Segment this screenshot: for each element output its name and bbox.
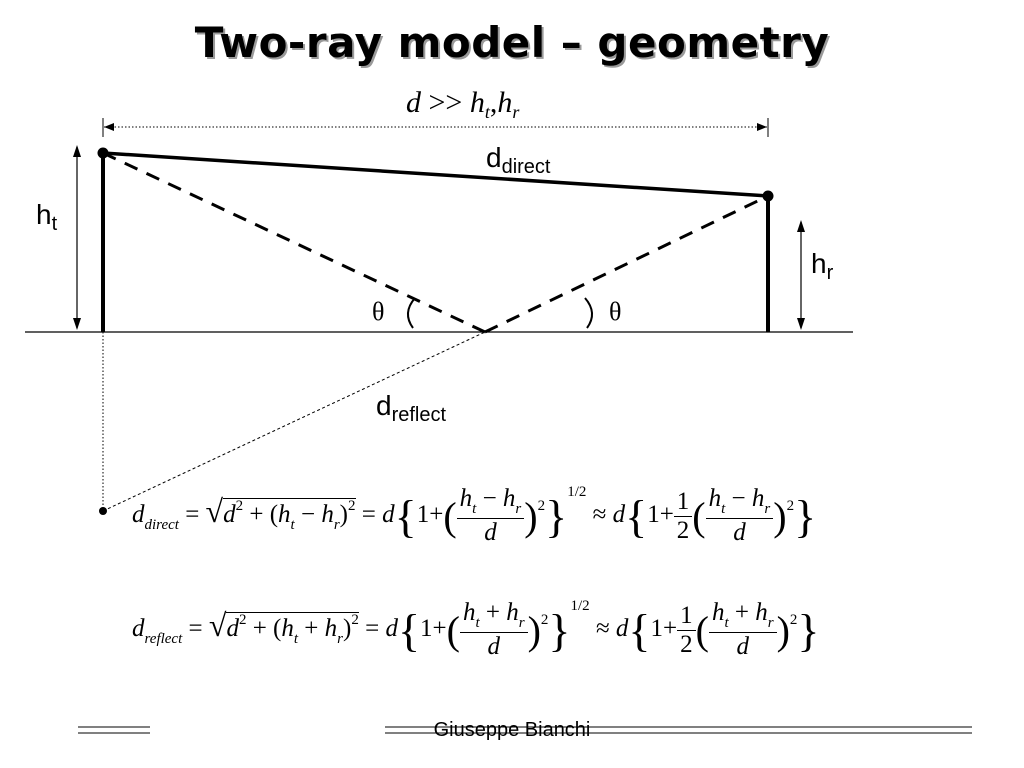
footer-author: Giuseppe Bianchi — [433, 719, 591, 741]
reflected-ray-outgoing — [484, 194, 769, 334]
image-ray-line — [102, 331, 486, 512]
direct-ray — [102, 151, 769, 198]
image-source-dot — [99, 507, 107, 515]
d-reflect-label: dreflect — [376, 390, 447, 426]
hr-label: hr — [811, 248, 834, 284]
reflected-ray-incident — [102, 151, 486, 334]
distance-arrowhead-right — [757, 123, 767, 131]
theta-left-label: θ — [372, 297, 385, 326]
hr-arrowhead-bottom — [797, 318, 805, 330]
ht-arrowhead-top — [73, 145, 81, 157]
distance-condition-label: d >> ht,hr — [406, 86, 520, 122]
hr-arrowhead-top — [797, 220, 805, 232]
d-direct-label: ddirect — [486, 142, 551, 178]
angle-arc-right — [584, 297, 593, 329]
reflect-distance-equation: dreflect = √d2 + (ht + hr)2 = d{1+(ht + … — [132, 598, 820, 661]
ht-label: ht — [36, 199, 58, 235]
angle-arc-left — [407, 297, 416, 329]
slide-title: Two-ray model – geometry — [194, 18, 830, 67]
distance-arrowhead-left — [104, 123, 114, 131]
direct-distance-equation: ddirect = √d2 + (ht − hr)2 = d{1+(ht − h… — [132, 484, 817, 547]
theta-right-label: θ — [609, 297, 622, 326]
ht-arrowhead-bottom — [73, 318, 81, 330]
